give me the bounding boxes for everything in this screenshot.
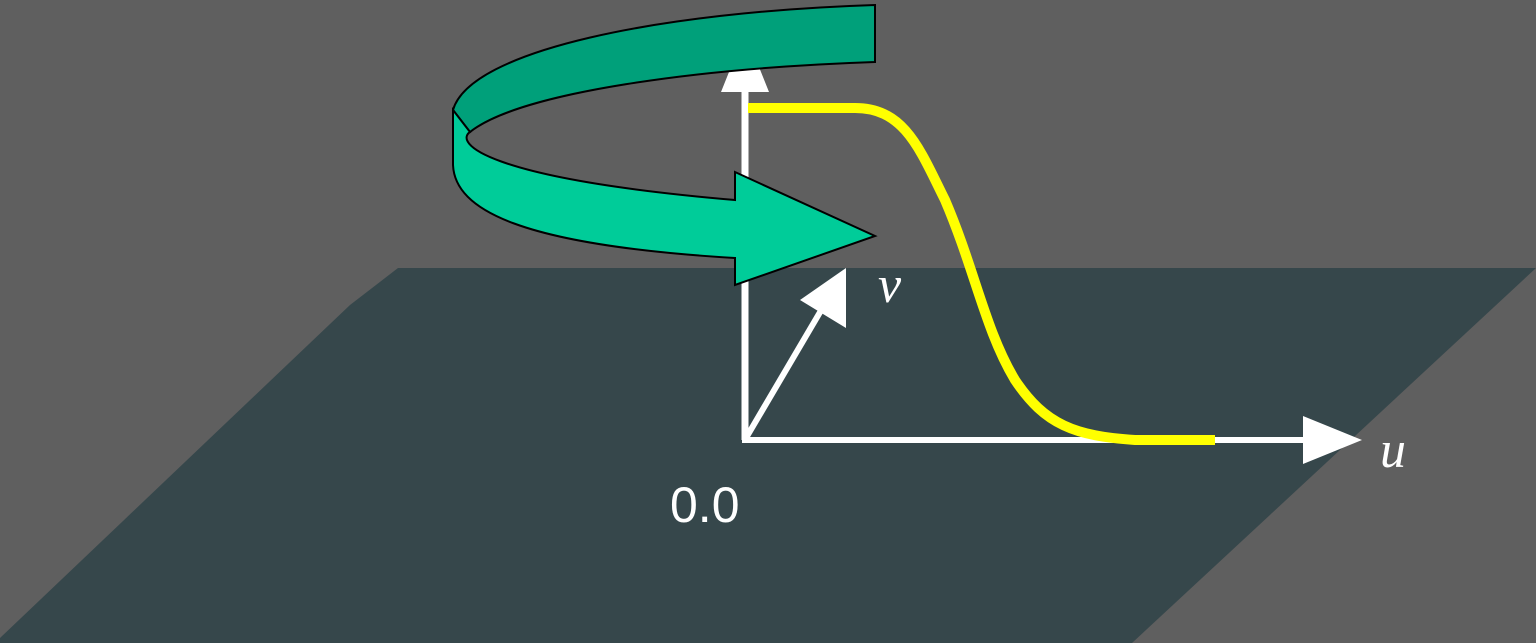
u-axis-arrowhead — [1303, 416, 1362, 464]
ground-plane — [0, 268, 1536, 643]
origin-label: 0.0 — [670, 477, 740, 533]
v-axis-arrowhead — [800, 268, 846, 328]
v-axis-label: v — [878, 257, 902, 314]
rotation-arrow-front-band — [452, 107, 878, 287]
v-axis — [743, 300, 829, 440]
profile-curve — [748, 103, 1215, 445]
u-axis-label: u — [1380, 422, 1406, 479]
rotation-arrow — [451, 3, 878, 287]
